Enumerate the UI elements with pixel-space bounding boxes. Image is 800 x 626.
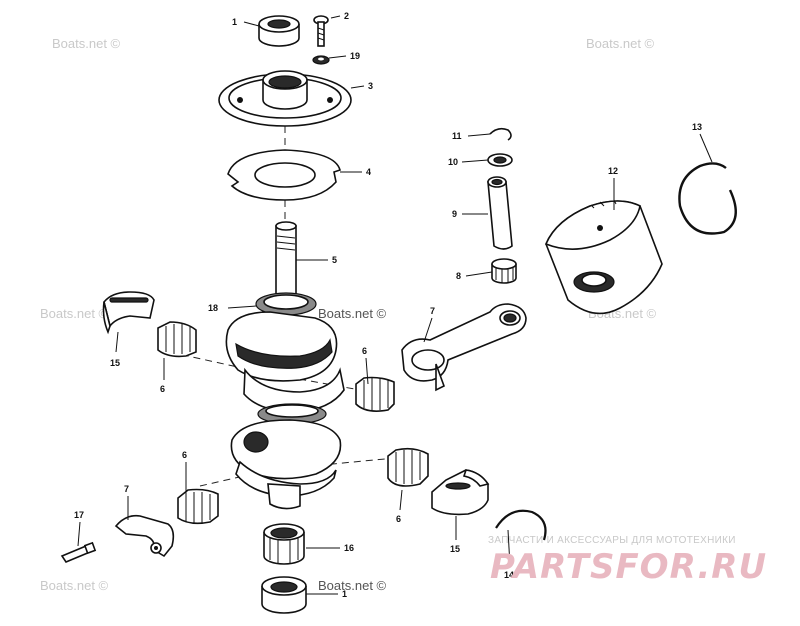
bearing-half-right bbox=[431, 469, 490, 516]
watermark-text: Boats.net © bbox=[318, 306, 387, 321]
gasket bbox=[227, 149, 341, 201]
watermark-text: Boats.net © bbox=[40, 306, 109, 321]
callout-18: 18 bbox=[208, 303, 218, 313]
brand-tagline: ЗАПЧАСТИ И АКСЕССУАРЫ ДЛЯ МОТОТЕХНИКИ bbox=[488, 535, 736, 546]
connecting-rod bbox=[401, 303, 527, 392]
needle-cage-lower-left bbox=[177, 488, 219, 525]
callout-11: 11 bbox=[452, 131, 462, 141]
washer bbox=[312, 55, 330, 65]
watermarks: Boats.net © Boats.net © Boats.net © Boat… bbox=[40, 36, 657, 593]
leader-lines bbox=[77, 15, 713, 595]
rod-cap bbox=[114, 514, 175, 558]
callout-10: 10 bbox=[448, 157, 458, 167]
watermark-text: Boats.net © bbox=[52, 36, 121, 51]
callout-7: 7 bbox=[124, 484, 129, 494]
callout-6: 6 bbox=[182, 450, 187, 460]
callout-9: 9 bbox=[452, 209, 457, 219]
needle-cage-upper-right bbox=[355, 376, 395, 412]
piston-ring bbox=[678, 162, 737, 235]
callout-17: 17 bbox=[74, 510, 84, 520]
callout-3: 3 bbox=[368, 81, 373, 91]
flange-plate bbox=[218, 70, 352, 127]
crankshaft bbox=[225, 221, 345, 510]
lower-roller-bearing bbox=[263, 523, 305, 565]
pin-washer bbox=[487, 153, 513, 167]
seal-top bbox=[258, 15, 300, 47]
watermark-text: Boats.net © bbox=[586, 36, 655, 51]
watermark-text: Boats.net © bbox=[40, 578, 109, 593]
circlip bbox=[489, 127, 512, 141]
pin-needle-bearing bbox=[491, 258, 517, 284]
brand-logo-text: PARTSFOR.RU bbox=[490, 547, 767, 587]
callout-19: 19 bbox=[350, 51, 360, 61]
callout-7: 7 bbox=[430, 306, 435, 316]
callout-13: 13 bbox=[692, 122, 702, 132]
callout-2: 2 bbox=[344, 11, 349, 21]
retaining-ring bbox=[495, 509, 547, 541]
callout-labels: 1 2 19 3 4 5 18 15 6 6 6 6 7 7 11 10 9 8… bbox=[74, 11, 702, 599]
needle-cage-upper-left bbox=[157, 321, 197, 358]
callout-15: 15 bbox=[450, 544, 460, 554]
callout-1: 1 bbox=[342, 589, 347, 599]
piston-pin bbox=[487, 176, 513, 250]
callout-16: 16 bbox=[344, 543, 354, 553]
callout-4: 4 bbox=[366, 167, 371, 177]
callout-1: 1 bbox=[232, 17, 237, 27]
callout-6: 6 bbox=[160, 384, 165, 394]
bearing-half-left bbox=[102, 291, 155, 335]
brand-logo: ЗАПЧАСТИ И АКСЕССУАРЫ ДЛЯ МОТОТЕХНИКИ PA… bbox=[488, 535, 767, 587]
watermark-text: Boats.net © bbox=[318, 578, 387, 593]
rod-bolt bbox=[60, 541, 97, 563]
callout-14: 14 bbox=[504, 570, 514, 580]
callout-6: 6 bbox=[396, 514, 401, 524]
seal-bottom bbox=[261, 576, 307, 614]
needle-cage-lower-right bbox=[387, 447, 429, 487]
callout-15: 15 bbox=[110, 358, 120, 368]
piston bbox=[544, 199, 663, 315]
callout-12: 12 bbox=[608, 166, 618, 176]
callout-6: 6 bbox=[362, 346, 367, 356]
callout-8: 8 bbox=[456, 271, 461, 281]
callout-5: 5 bbox=[332, 255, 337, 265]
screw bbox=[313, 15, 329, 47]
